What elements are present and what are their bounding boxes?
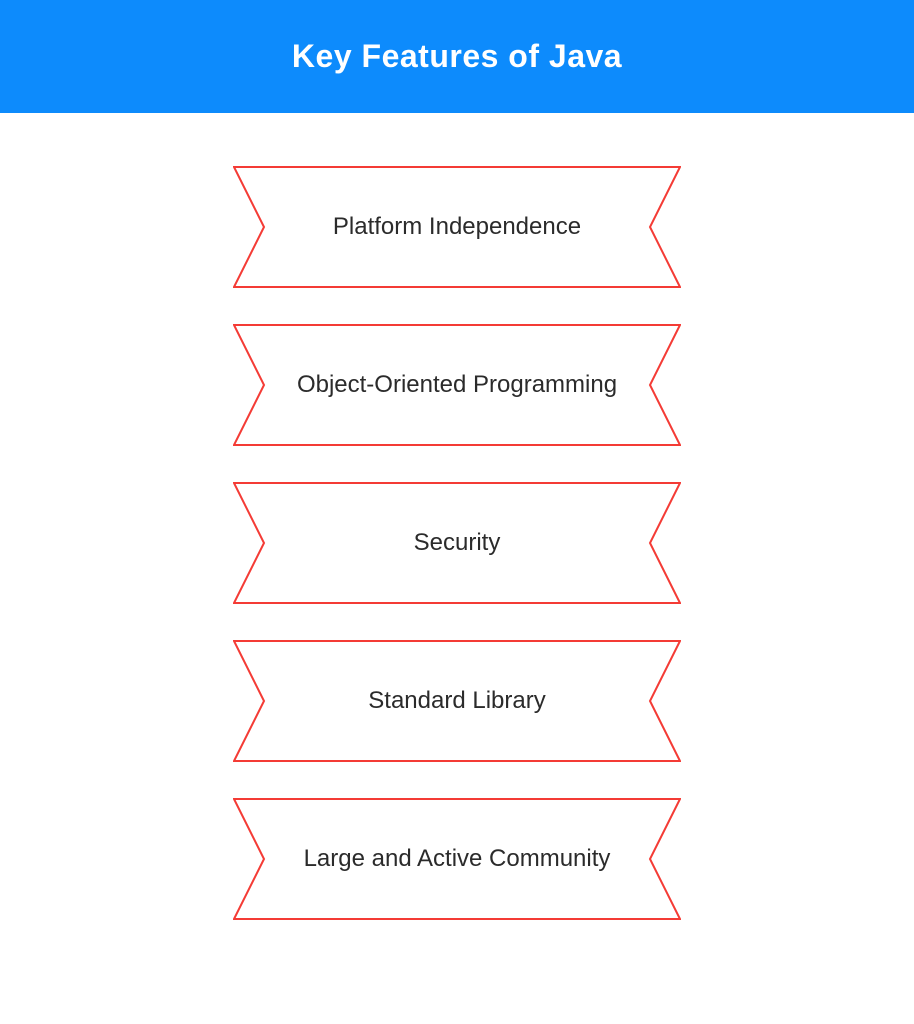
feature-banner-label: Standard Library bbox=[368, 687, 546, 714]
feature-banner-label: Large and Active Community bbox=[303, 845, 611, 872]
feature-banner-standard-library: Standard Library bbox=[233, 640, 681, 762]
feature-banner-list: Platform Independence Object-Oriented Pr… bbox=[0, 113, 914, 920]
page-title: Key Features of Java bbox=[291, 38, 623, 74]
feature-banner-platform-independence: Platform Independence bbox=[233, 166, 681, 288]
ribbon-shape bbox=[233, 482, 681, 604]
feature-banner-large-and-active-community: Large and Active Community bbox=[233, 798, 681, 920]
feature-banner-security: Security bbox=[233, 482, 681, 604]
ribbon-shape bbox=[233, 324, 681, 446]
ribbon-shape bbox=[233, 166, 681, 288]
feature-banner-label: Security bbox=[413, 529, 501, 556]
feature-banner-label: Platform Independence bbox=[332, 213, 582, 240]
feature-banner-object-oriented-programming: Object-Oriented Programming bbox=[233, 324, 681, 446]
ribbon-shape bbox=[233, 640, 681, 762]
header-bar: Key Features of Java bbox=[0, 0, 914, 113]
ribbon-shape bbox=[233, 798, 681, 920]
feature-banner-label: Object-Oriented Programming bbox=[296, 371, 618, 398]
